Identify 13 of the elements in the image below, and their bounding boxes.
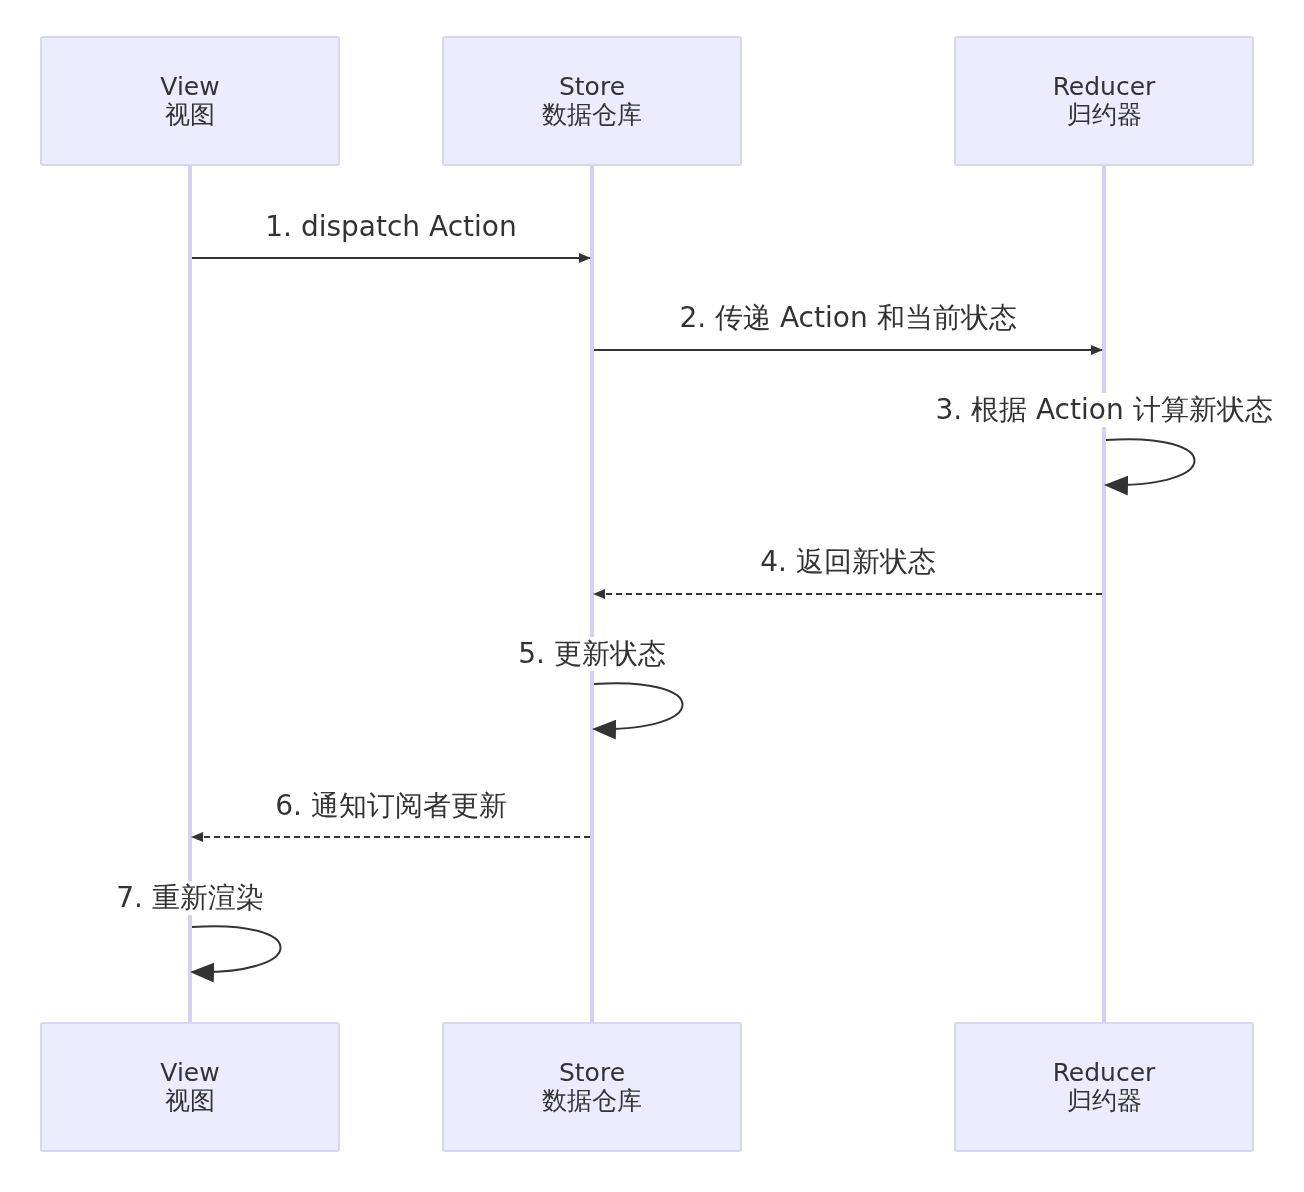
- actor-box: Reducer 归约器: [954, 1022, 1254, 1152]
- self-loop-arrow: [1104, 438, 1196, 495]
- actor-box: Store 数据仓库: [442, 1022, 742, 1152]
- self-loop-arrow: [592, 682, 684, 739]
- message-arrow: [191, 832, 591, 842]
- message-arrow: [191, 253, 591, 263]
- message-arrow: [593, 345, 1103, 355]
- actor-box: Store 数据仓库: [442, 36, 742, 166]
- actor-box: View 视图: [40, 1022, 340, 1152]
- actor-box: View 视图: [40, 36, 340, 166]
- message-arrow: [593, 589, 1103, 599]
- self-loop-arrow: [190, 925, 282, 982]
- actor-box: Reducer 归约器: [954, 36, 1254, 166]
